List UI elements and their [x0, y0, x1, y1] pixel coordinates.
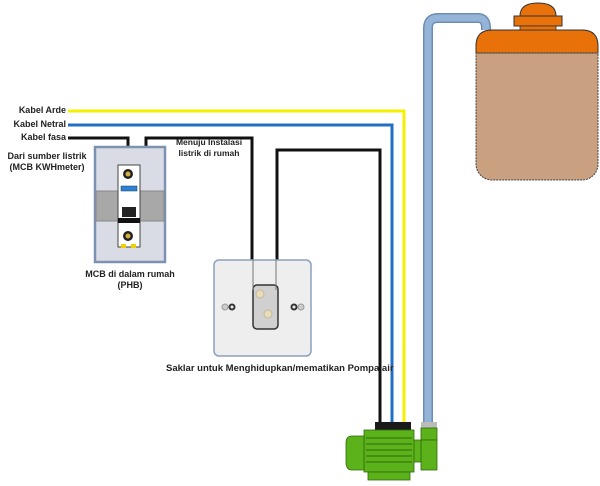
label-to-installation-line1: Menuju Instalasi [175, 137, 243, 147]
label-switch: Saklar untuk Menghidupkan/mematikan Pomp… [166, 363, 394, 374]
switch-screw-left [221, 303, 229, 311]
label-phase-cable: Kabel fasa [20, 132, 66, 142]
label-to-installation-line2: listrik di rumah [178, 148, 240, 158]
label-source-line1: Dari sumber listrik [7, 151, 87, 161]
water-tank [475, 2, 599, 181]
label-ground-cable: Kabel Arde [18, 105, 66, 115]
switch-to-pump-wire [275, 148, 382, 422]
ground-wire [68, 109, 406, 422]
switch-screw-right [297, 303, 305, 311]
label-neutral-cable: Kabel Netral [13, 119, 66, 129]
water-pump [345, 422, 438, 481]
label-source: Dari sumber listrik (MCB KWHmeter) [4, 151, 90, 173]
label-to-installation: Menuju Instalasi listrik di rumah [170, 137, 248, 159]
mcb-panel [93, 145, 167, 264]
light-switch[interactable] [213, 259, 312, 357]
label-source-line2: (MCB KWHmeter) [9, 162, 85, 172]
water-pipe-inner [424, 14, 490, 422]
label-mcb: MCB di dalam rumah (PHB) [70, 269, 190, 291]
label-mcb-line2: (PHB) [117, 280, 143, 290]
label-mcb-line1: MCB di dalam rumah [85, 269, 175, 279]
neutral-wire [68, 123, 394, 422]
